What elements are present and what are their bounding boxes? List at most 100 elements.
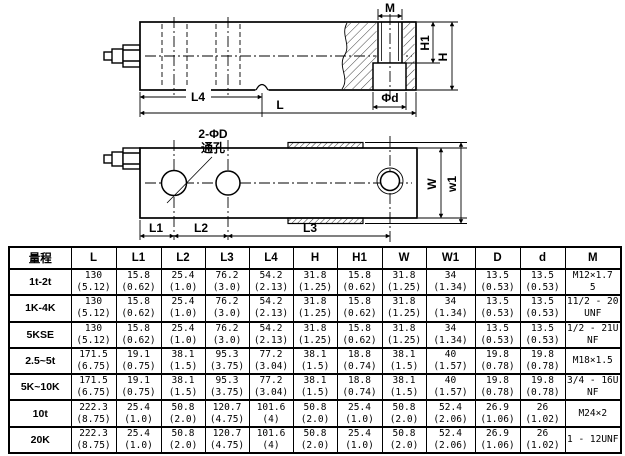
table-cell: 13.5 (0.53)	[519, 294, 566, 323]
table-cell: 101.6 (4)	[248, 399, 294, 428]
table-cell: 38.1 (1.5)	[381, 346, 427, 376]
table-cell: 13.5 (0.53)	[519, 320, 566, 349]
table-cell: 19.1 (0.75)	[115, 346, 162, 376]
dim-label-w1: w1	[445, 176, 459, 193]
dim-label-l4: L4	[191, 90, 205, 104]
col-header-0: 量程	[8, 246, 72, 270]
col-header-10: D	[474, 246, 521, 270]
table-cell: 19.8 (0.78)	[474, 346, 521, 376]
table-cell: M18×1.5	[564, 346, 622, 376]
table-cell: 95.3 (3.75)	[204, 346, 250, 376]
load-notch	[255, 83, 269, 91]
table-cell: 15.8 (0.62)	[115, 294, 162, 323]
dim-label-l1: L1	[149, 221, 163, 235]
table-cell: 31.8 (1.25)	[292, 294, 338, 323]
table-cell: 15.8 (0.62)	[336, 267, 383, 297]
col-header-5: L4	[248, 246, 294, 270]
table-cell: 130 (5.12)	[70, 294, 117, 323]
table-cell: 15.8 (0.62)	[115, 267, 162, 297]
top-view: 2-ΦD 通孔 W w1 L1 L2 L3	[103, 127, 467, 242]
table-cell: 19.8 (0.78)	[474, 373, 521, 402]
table-cell: 52.4 (2.06)	[425, 425, 476, 455]
table-cell: 15.8 (0.62)	[336, 294, 383, 323]
table-cell: 120.7 (4.75)	[204, 425, 250, 455]
table-cell: 25.4 (1.0)	[115, 425, 162, 455]
table-cell: 26.9 (1.06)	[474, 399, 521, 428]
table-cell: 38.1 (1.5)	[292, 346, 338, 376]
table-cell: 222.3 (8.75)	[70, 425, 117, 455]
row-label: 1K-4K	[8, 294, 72, 323]
col-header-7: H1	[336, 246, 383, 270]
counterbore-hole-side	[372, 62, 407, 91]
leader-line	[166, 156, 213, 204]
table-cell: 18.8 (0.74)	[336, 373, 383, 402]
through-hole-1	[160, 169, 188, 197]
table-cell: 25.4 (1.0)	[160, 267, 206, 297]
table-cell: 18.8 (0.74)	[336, 346, 383, 376]
table-cell: 50.8 (2.0)	[381, 399, 427, 428]
table-cell: 76.2 (3.0)	[204, 267, 250, 297]
table-cell: 130 (5.12)	[70, 320, 117, 349]
table-cell: 34 (1.34)	[425, 294, 476, 323]
side-view: M H1 H Φd	[103, 1, 458, 117]
table-cell: 171.5 (6.75)	[70, 373, 117, 402]
table-cell: 13.5 (0.53)	[474, 294, 521, 323]
break-line	[341, 22, 348, 90]
table-cell: 13.5 (0.53)	[474, 267, 521, 297]
table-cell: 50.8 (2.0)	[381, 425, 427, 455]
row-label: 10t	[8, 399, 72, 428]
table-cell: 31.8 (1.25)	[292, 320, 338, 349]
col-header-9: W1	[425, 246, 476, 270]
table-cell: 31.8 (1.25)	[381, 320, 427, 349]
table-cell: M24×2	[564, 399, 622, 428]
table-cell: 3/4 - 16U NF	[564, 373, 622, 402]
table-cell: 25.4 (1.0)	[160, 320, 206, 349]
table-cell: 25.4 (1.0)	[115, 399, 162, 428]
table-cell: 50.8 (2.0)	[160, 425, 206, 455]
table-cell: 1 - 12UNF	[564, 425, 622, 455]
table-cell: 130 (5.12)	[70, 267, 117, 297]
row-label: 2.5~5t	[8, 346, 72, 376]
dim-label-h: H	[436, 53, 450, 62]
col-header-12: M	[564, 246, 622, 270]
table-cell: 26 (1.02)	[519, 425, 566, 455]
dim-label-m: M	[385, 1, 395, 15]
col-header-3: L2	[160, 246, 206, 270]
pad-bottom	[287, 217, 364, 225]
table-cell: 25.4 (1.0)	[336, 425, 383, 455]
table-cell: 52.4 (2.06)	[425, 399, 476, 428]
table-cell: 19.8 (0.78)	[519, 346, 566, 376]
row-label: 5K~10K	[8, 373, 72, 402]
table-cell: 26 (1.02)	[519, 399, 566, 428]
table-cell: 25.4 (1.0)	[160, 294, 206, 323]
row-label: 5KSE	[8, 320, 72, 349]
table-cell: 13.5 (0.53)	[474, 320, 521, 349]
row-label: 20K	[8, 425, 72, 455]
pad-top	[287, 141, 364, 149]
table-cell: 38.1 (1.5)	[292, 373, 338, 402]
table-cell: 25.4 (1.0)	[336, 399, 383, 428]
table-cell: 34 (1.34)	[425, 267, 476, 297]
table-cell: 13.5 (0.53)	[519, 267, 566, 297]
table-cell: 15.8 (0.62)	[115, 320, 162, 349]
table-cell: 40 (1.57)	[425, 346, 476, 376]
col-header-11: d	[519, 246, 566, 270]
col-header-2: L1	[115, 246, 162, 270]
col-header-8: W	[381, 246, 427, 270]
dim-label-w: W	[425, 178, 439, 190]
table-cell: 1/2 - 21U NF	[564, 320, 622, 349]
table-cell: 31.8 (1.25)	[381, 267, 427, 297]
table-cell: 40 (1.57)	[425, 373, 476, 402]
threaded-hole-inner	[379, 170, 401, 192]
col-header-1: L	[70, 246, 117, 270]
row-label: 1t-2t	[8, 267, 72, 297]
holes-note: 2-ΦD	[198, 127, 228, 141]
